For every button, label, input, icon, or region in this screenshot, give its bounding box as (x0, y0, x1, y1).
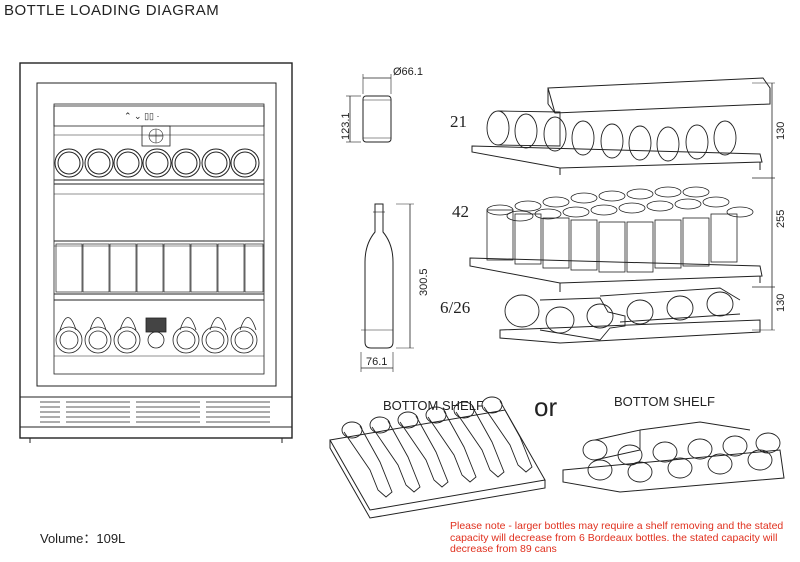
shelf-bottom-drawing (499, 286, 775, 344)
page-title: BOTTLE LOADING DIAGRAM (4, 2, 220, 19)
shelf-bottom-capacity: 6/26 (440, 298, 471, 317)
can-drawing (346, 74, 392, 143)
bottle-drawing (360, 203, 414, 372)
shelf-middle-height: 255 (775, 209, 787, 228)
shelf-middle-capacity: 42 (452, 202, 469, 221)
shelf-top-height: 130 (775, 121, 787, 140)
cooler-front-view: ⌃ ⌄ ▯▯ · (19, 62, 293, 443)
can-height-label: 123.1 (340, 112, 352, 140)
bottle-diameter-label: 76.1 (366, 356, 388, 368)
shelf-top-drawing (471, 77, 775, 179)
bottom-shelf-bottles-drawing (329, 396, 546, 519)
can-diameter-label: Ø66.1 (393, 66, 423, 78)
capacity-note: Please note - larger bottles may require… (450, 520, 784, 555)
shelf-bottom-height: 130 (775, 293, 787, 312)
bottle-height-label: 300.5 (418, 268, 430, 296)
bottom-shelf-cans-drawing (562, 421, 785, 493)
bottom-shelf-left-label: BOTTOM SHELF (383, 398, 484, 413)
shelf-top-capacity: 21 (450, 112, 467, 131)
volume-label: Volume：109L (40, 531, 126, 546)
or-label: or (534, 392, 558, 422)
shelf-middle-drawing (469, 177, 775, 292)
front-top-row (54, 148, 260, 178)
bottom-shelf-right-label: BOTTOM SHELF (614, 394, 715, 409)
svg-text:⌃ ⌄ ▯▯ ·: ⌃ ⌄ ▯▯ · (124, 111, 160, 121)
